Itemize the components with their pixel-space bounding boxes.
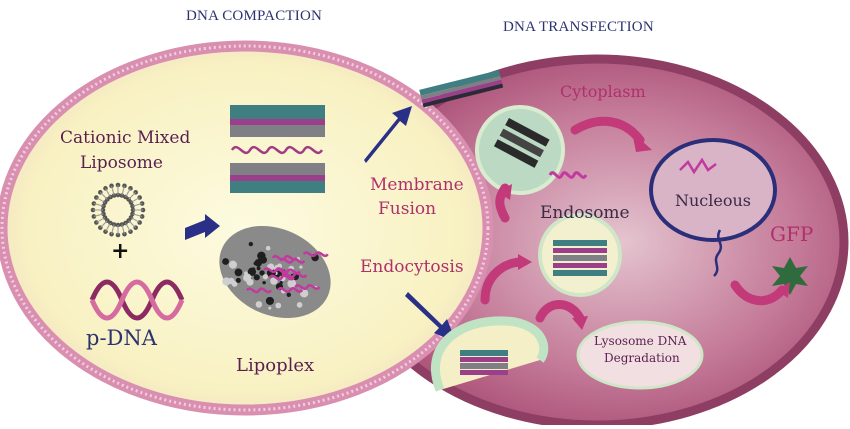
title-dna-compaction: DNA COMPACTION: [186, 8, 323, 24]
label-degradation: Degradation: [604, 351, 680, 365]
released-dna-icon: [548, 171, 588, 179]
nucleus: [649, 138, 777, 242]
label-endosome: Endosome: [540, 203, 630, 223]
label-fusion: Fusion: [378, 199, 437, 219]
arrow-endocytosis: [405, 292, 456, 342]
title-dna-transfection: DNA TRANSFECTION: [503, 19, 654, 35]
fused-lipoplex-icon: [419, 70, 504, 108]
label-nucleous: Nucleous: [675, 191, 751, 210]
arrow-to-gfp: [730, 280, 787, 306]
lipoplex-aggregate-icon: [219, 225, 331, 319]
lamellar-lipoplex-icon: [230, 105, 325, 193]
label-cytoplasm: Cytoplasm: [560, 82, 646, 101]
liposome-icon: [90, 182, 146, 238]
label-endocytosis: Endocytosis: [360, 257, 464, 277]
endosome-upper: [475, 105, 565, 195]
arrow-membrane-fusion: [364, 106, 412, 163]
label-liposome: Liposome: [80, 153, 163, 173]
label-plus: +: [111, 238, 130, 264]
arrow-endosome-middle: [480, 257, 527, 305]
gfp-star-icon: [772, 257, 808, 295]
label-gfp: GFP: [770, 222, 814, 246]
label-cationic-mixed: Cationic Mixed: [60, 128, 191, 148]
arrow-to-lipoplex: [185, 214, 220, 240]
label-lysosome-dna: Lysosome DNA: [594, 334, 687, 348]
arrow-to-lysosome: [535, 300, 585, 323]
lysosome: [576, 320, 704, 390]
pdna-helix-icon: [89, 279, 185, 321]
label-membrane: Membrane: [370, 175, 464, 195]
label-pdna: p-DNA: [86, 326, 157, 350]
arrow-to-nucleus: [570, 116, 645, 145]
label-lipoplex: Lipoplex: [236, 355, 315, 376]
